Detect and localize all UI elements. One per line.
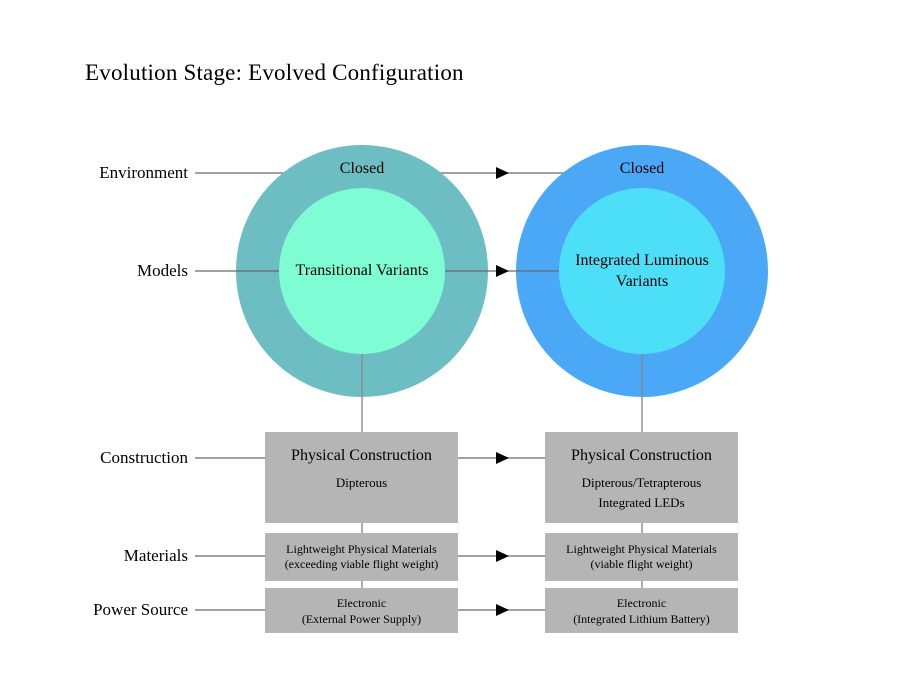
power-arrow-icon: [496, 604, 509, 616]
row-label-models: Models: [137, 261, 188, 280]
construction-box-title: Physical Construction: [291, 447, 432, 464]
right-power-box: Electronic (Integrated Lithium Battery): [545, 588, 738, 633]
materials-box-line: (viable flight weight): [590, 557, 693, 571]
right-materials-box: Lightweight Physical Materials (viable f…: [545, 533, 738, 581]
environment-arrow-icon: [496, 167, 509, 179]
construction-box-line: Dipterous: [335, 475, 388, 490]
left-power-box: Electronic (External Power Supply): [265, 588, 458, 633]
left-model-label: Transitional Variants: [295, 262, 429, 279]
power-box-line: (External Power Supply): [301, 611, 422, 626]
right-construction-box: Physical Construction Dipterous/Tetrapte…: [545, 432, 738, 523]
models-arrow-icon: [496, 265, 509, 277]
left-inner-circle: [279, 188, 445, 354]
materials-box-line: Lightweight Physical Materials: [566, 542, 717, 556]
construction-box-title: Physical Construction: [571, 447, 712, 464]
materials-arrow-icon: [496, 550, 509, 562]
power-box-line: Electronic: [336, 595, 387, 610]
right-inner-circle: [559, 188, 725, 354]
row-label-environment: Environment: [99, 163, 188, 182]
materials-box-line: (exceeding viable flight weight): [284, 557, 439, 571]
row-label-materials: Materials: [123, 546, 188, 565]
left-environment-label: Closed: [339, 160, 385, 177]
power-box-line: (Integrated Lithium Battery): [573, 611, 710, 626]
page-title: Evolution Stage: Evolved Configuration: [85, 60, 464, 85]
left-construction-box: Physical Construction Dipterous: [265, 432, 458, 523]
construction-box-line: Dipterous/Tetrapterous: [581, 475, 702, 490]
right-environment-label: Closed: [619, 160, 665, 177]
row-label-construction: Construction: [100, 448, 188, 467]
construction-box-line: Integrated LEDs: [598, 495, 685, 510]
right-model-label: Integrated Luminous Variants: [575, 252, 709, 290]
left-materials-box: Lightweight Physical Materials (exceedin…: [265, 533, 458, 581]
row-label-power-source: Power Source: [93, 600, 188, 619]
construction-arrow-icon: [496, 452, 509, 464]
materials-box-line: Lightweight Physical Materials: [286, 542, 437, 556]
power-box-line: Electronic: [616, 595, 667, 610]
